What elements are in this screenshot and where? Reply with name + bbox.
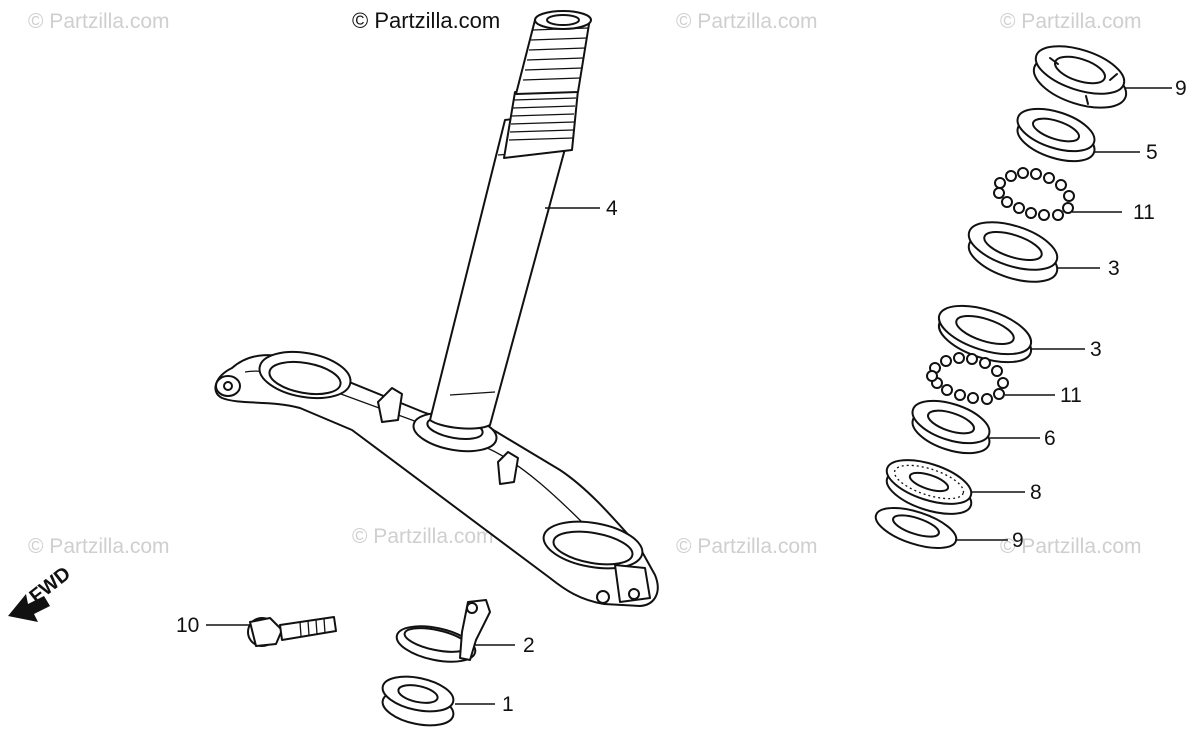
lock-nut — [1032, 45, 1128, 109]
callout-3: 3 — [1108, 257, 1120, 280]
upper-bearing-race — [1016, 107, 1096, 163]
watermark: © Partzilla.com — [676, 10, 818, 33]
callout-9: 9 — [1175, 77, 1187, 100]
callout-11: 11 — [1060, 384, 1082, 407]
callout-10: 10 — [176, 614, 200, 637]
steering-stem — [214, 10, 659, 607]
ball-race-cup-upper — [967, 221, 1059, 283]
callout-3: 3 — [1090, 338, 1102, 361]
lower-dust-seal — [381, 675, 455, 727]
callout-8: 9 — [1012, 529, 1024, 552]
watermark: © Partzilla.com — [1000, 10, 1142, 33]
watermark-main: © Partzilla.com — [352, 8, 501, 33]
watermark: © Partzilla.com — [28, 535, 170, 558]
leader-lines — [206, 87, 1172, 705]
watermark: © Partzilla.com — [676, 535, 818, 558]
flange-bolt — [247, 616, 337, 647]
ball-race-cup-lower — [937, 304, 1033, 364]
callout-5: 5 — [1146, 141, 1158, 164]
callout-4: 4 — [606, 197, 618, 220]
watermark: © Partzilla.com — [1000, 535, 1142, 558]
watermark: © Partzilla.com — [352, 525, 494, 548]
fwd-label: FWD — [26, 563, 75, 608]
watermark: © Partzilla.com — [28, 10, 170, 33]
callout-6: 6 — [1044, 427, 1056, 450]
washer — [874, 506, 958, 550]
callout-2: 2 — [523, 634, 535, 657]
forward-direction-indicator: FWD — [6, 548, 101, 628]
steel-ball-ring-lower — [926, 352, 1009, 405]
lower-bearing-race — [911, 399, 991, 455]
callout-1: 1 — [502, 693, 514, 716]
steel-ball-ring-upper — [993, 167, 1075, 221]
forward-arrow-icon: FWD — [8, 563, 75, 622]
brake-hose-clamp — [395, 599, 491, 663]
callout-11: 11 — [1133, 201, 1155, 224]
callout-7: 8 — [1030, 481, 1042, 504]
dust-seal — [885, 459, 973, 515]
